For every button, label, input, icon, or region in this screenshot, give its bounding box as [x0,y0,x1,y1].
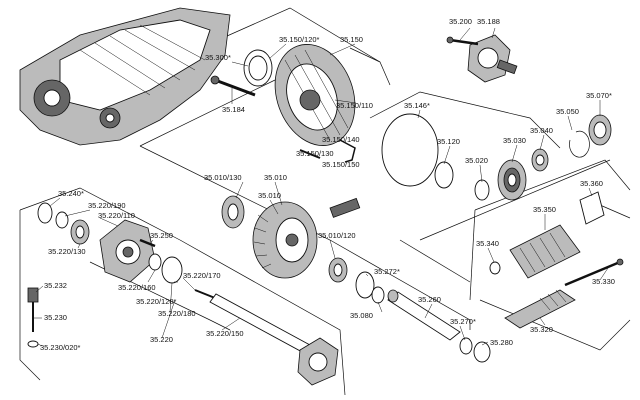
washer-part [474,179,490,201]
flange-part-top [446,34,518,83]
label-35070: 35.070* [586,91,612,100]
label-35184: 35.184 [222,105,245,114]
sleeve-part [579,191,605,225]
rod-part [564,258,624,287]
circlip-part [569,130,590,158]
ring-part-35220-190 [55,211,69,229]
bell-housing-part [274,44,356,146]
label-35150: 35.150 [340,35,363,44]
seal-ring-inner [248,55,268,81]
label-35220: 35.220 [150,335,173,344]
label-35010-b: 35.010 [258,191,281,200]
bearing-inner-35040 [535,154,545,166]
label-35120: 35.120 [437,137,460,146]
diff-bearing-inner-120 [333,263,343,277]
label-35220-170: 35.220/170 [183,271,221,280]
label-35320: 35.320 [530,325,553,334]
small-ring-part [434,161,454,189]
label-35150-110: 35.150/110 [336,101,373,110]
shaft-part-35320 [504,289,576,329]
label-35150-120: 35.150/120* [279,35,320,44]
label-35340: 35.340 [476,239,499,248]
ring-part-35272 [355,271,375,299]
label-35220-120: 35.220/120* [136,297,177,306]
leader-lines [34,27,609,347]
ring-part-35270 [459,337,473,355]
ring-part-35220-120 [161,256,183,284]
large-seal-ring-part [381,113,439,187]
bolt-part [210,75,256,97]
label-35260: 35.260 [418,295,441,304]
label-35330: 35.330 [592,277,615,286]
sliding-sleeve-part [509,224,581,279]
gearbox-housing-illustration [19,7,231,146]
label-35200: 35.200 [449,17,472,26]
ring-part-35220-160 [148,253,162,271]
label-35188: 35.188 [477,17,500,26]
pin-part [194,289,216,299]
label-35280: 35.280 [490,338,513,347]
label-35146: 35.146* [404,101,430,110]
label-35250: 35.250 [150,231,173,240]
label-35240: 35.240* [58,189,84,198]
label-35360: 35.360 [580,179,603,188]
label-35300: 35.300* [205,53,231,62]
bearing-inner-35220-130 [75,225,85,239]
long-shaft-part [209,293,311,354]
label-35150-150: 35.150/150 [322,160,360,169]
label-35010-130: 35.010/130 [204,173,242,182]
ring-gear-differential-part [252,197,361,279]
label-35350: 35.350 [533,205,556,214]
label-35010-a: 35.010 [264,173,287,182]
label-35080: 35.080 [350,311,373,320]
seal-inner-35070 [593,121,607,139]
side-housing-part [99,219,156,283]
label-35220-160: 35.220/160 [118,283,156,292]
label-35220-130: 35.220/130 [48,247,86,256]
diff-bearing-inner [227,203,239,221]
label-35220-180: 35.220/180 [158,309,196,318]
bearing-assembly-part [497,159,527,201]
label-35230: 35.230 [44,313,67,322]
washer-part-35340 [489,261,501,275]
label-35030: 35.030 [503,136,526,145]
label-35270: 35.270* [450,317,476,326]
label-35150-140: 35.150/140 [322,135,360,144]
label-35050: 35.050 [556,107,579,116]
bolt-part-35250 [139,238,156,248]
sensor-part [27,287,39,348]
label-35010-120: 35.010/120 [318,231,356,240]
label-35150-130: 35.150/130 [296,149,334,158]
part-labels: 35.200 35.188 35.300* 35.150/120* 35.150… [40,17,615,352]
ring-part-35080 [371,286,385,304]
label-35220-190: 35.220/190 [88,201,126,210]
output-flange-part [297,337,339,386]
label-35040: 35.040 [530,126,553,135]
label-35020: 35.020 [465,156,488,165]
label-35232: 35.232 [44,281,67,290]
label-35220-150: 35.220/150 [206,329,244,338]
label-35272: 35.272* [374,267,400,276]
tube-part [387,289,461,341]
label-35230-020: 35.230/020* [40,343,81,352]
label-35220-110: 35.220/110 [98,211,135,220]
ring-part-35280 [473,341,491,363]
bracket-part [299,139,356,163]
circlip-part-35240 [37,202,53,224]
